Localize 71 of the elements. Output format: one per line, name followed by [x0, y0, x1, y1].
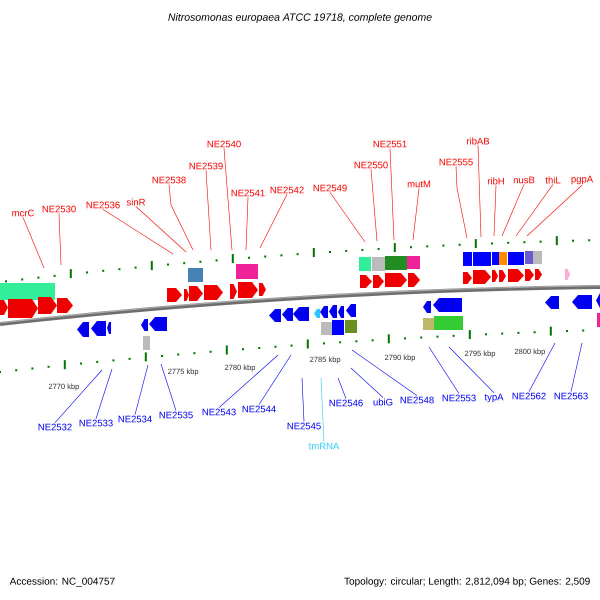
gene-label: NE2550	[354, 162, 388, 168]
gene-label: NE2548	[400, 396, 434, 404]
gene-label: sinR	[126, 198, 146, 206]
gene-label: NE2551	[374, 140, 407, 148]
gene-label: NE2540	[208, 140, 241, 148]
leader-line	[206, 170, 212, 250]
gene-label: NE2533	[80, 420, 113, 426]
leader-line	[246, 197, 248, 250]
leader-line	[102, 209, 174, 254]
leader-line	[456, 166, 468, 238]
gene-label: NE2534	[118, 416, 152, 422]
leader-line	[160, 364, 176, 411]
leader-line	[302, 378, 304, 422]
leader-line	[168, 184, 194, 250]
leader-line	[136, 206, 186, 252]
gene-label: typA	[484, 394, 504, 402]
gene-label: mutM	[408, 180, 430, 188]
leader-line	[352, 350, 418, 396]
leader-line	[390, 148, 394, 240]
gene-label: NE2532	[38, 424, 72, 430]
leader-line	[350, 368, 384, 398]
leader-line	[134, 364, 148, 415]
leader-line	[330, 192, 366, 242]
gene-label: NE2538	[152, 176, 186, 184]
leader-line	[258, 354, 292, 405]
gene-label: nusB	[514, 176, 534, 184]
leader-line	[428, 346, 460, 394]
leader-line	[338, 378, 346, 399]
genome-info-text: Topology: circular; Length: 2,812,094 bp; Genes: 2,509	[344, 577, 590, 587]
gene-label: NE2530	[42, 206, 76, 212]
gene-label: NE2541	[232, 190, 265, 196]
gene-label: ubiG	[374, 398, 392, 406]
gene-label: thiL	[546, 176, 560, 184]
gene-label: NE2536	[86, 202, 120, 208]
gene-label: tmRNA	[308, 442, 340, 450]
leader-line	[494, 185, 496, 236]
leader-line	[260, 194, 288, 248]
leader-line	[502, 184, 524, 236]
gene-label: NE2546	[330, 400, 363, 406]
leader-line	[528, 342, 556, 392]
leader-line	[224, 148, 232, 250]
accession-text: Accession: NC_004757	[10, 577, 115, 587]
gene-label: NE2543	[202, 408, 236, 416]
leader-line	[448, 346, 494, 394]
gene-label: NE2542	[270, 186, 304, 194]
leader-line	[22, 217, 44, 268]
leader-line	[370, 169, 378, 242]
gene-label: NE2553	[442, 394, 476, 402]
gene-label: NE2549	[314, 184, 347, 192]
leader-line	[54, 370, 102, 423]
title: Nitrosomonas europaea ATCC 19718, complete genome	[168, 13, 432, 23]
leader-line	[320, 378, 324, 442]
gene-label: ribAB	[467, 138, 490, 144]
gene-label: NE2562	[512, 392, 546, 400]
gene-label: NE2563	[554, 392, 588, 400]
gene-label: NE2535	[160, 412, 193, 418]
leader-line	[478, 145, 482, 238]
leader-line	[96, 368, 112, 419]
leader-line	[412, 188, 420, 240]
gene-label: pgpA	[572, 176, 594, 184]
gene-label: NE2539	[190, 162, 223, 170]
gene-label: NE2544	[242, 406, 276, 412]
gene-label: NE2545	[288, 422, 321, 430]
leader-line	[570, 342, 582, 392]
leader-line	[58, 213, 62, 266]
leader-line	[526, 184, 582, 236]
gene-label: NE2555	[440, 158, 473, 166]
gene-label: mcrC	[12, 210, 34, 216]
leader-line	[218, 354, 278, 408]
gene-label: ribH	[488, 178, 504, 184]
leader-line	[516, 184, 554, 236]
